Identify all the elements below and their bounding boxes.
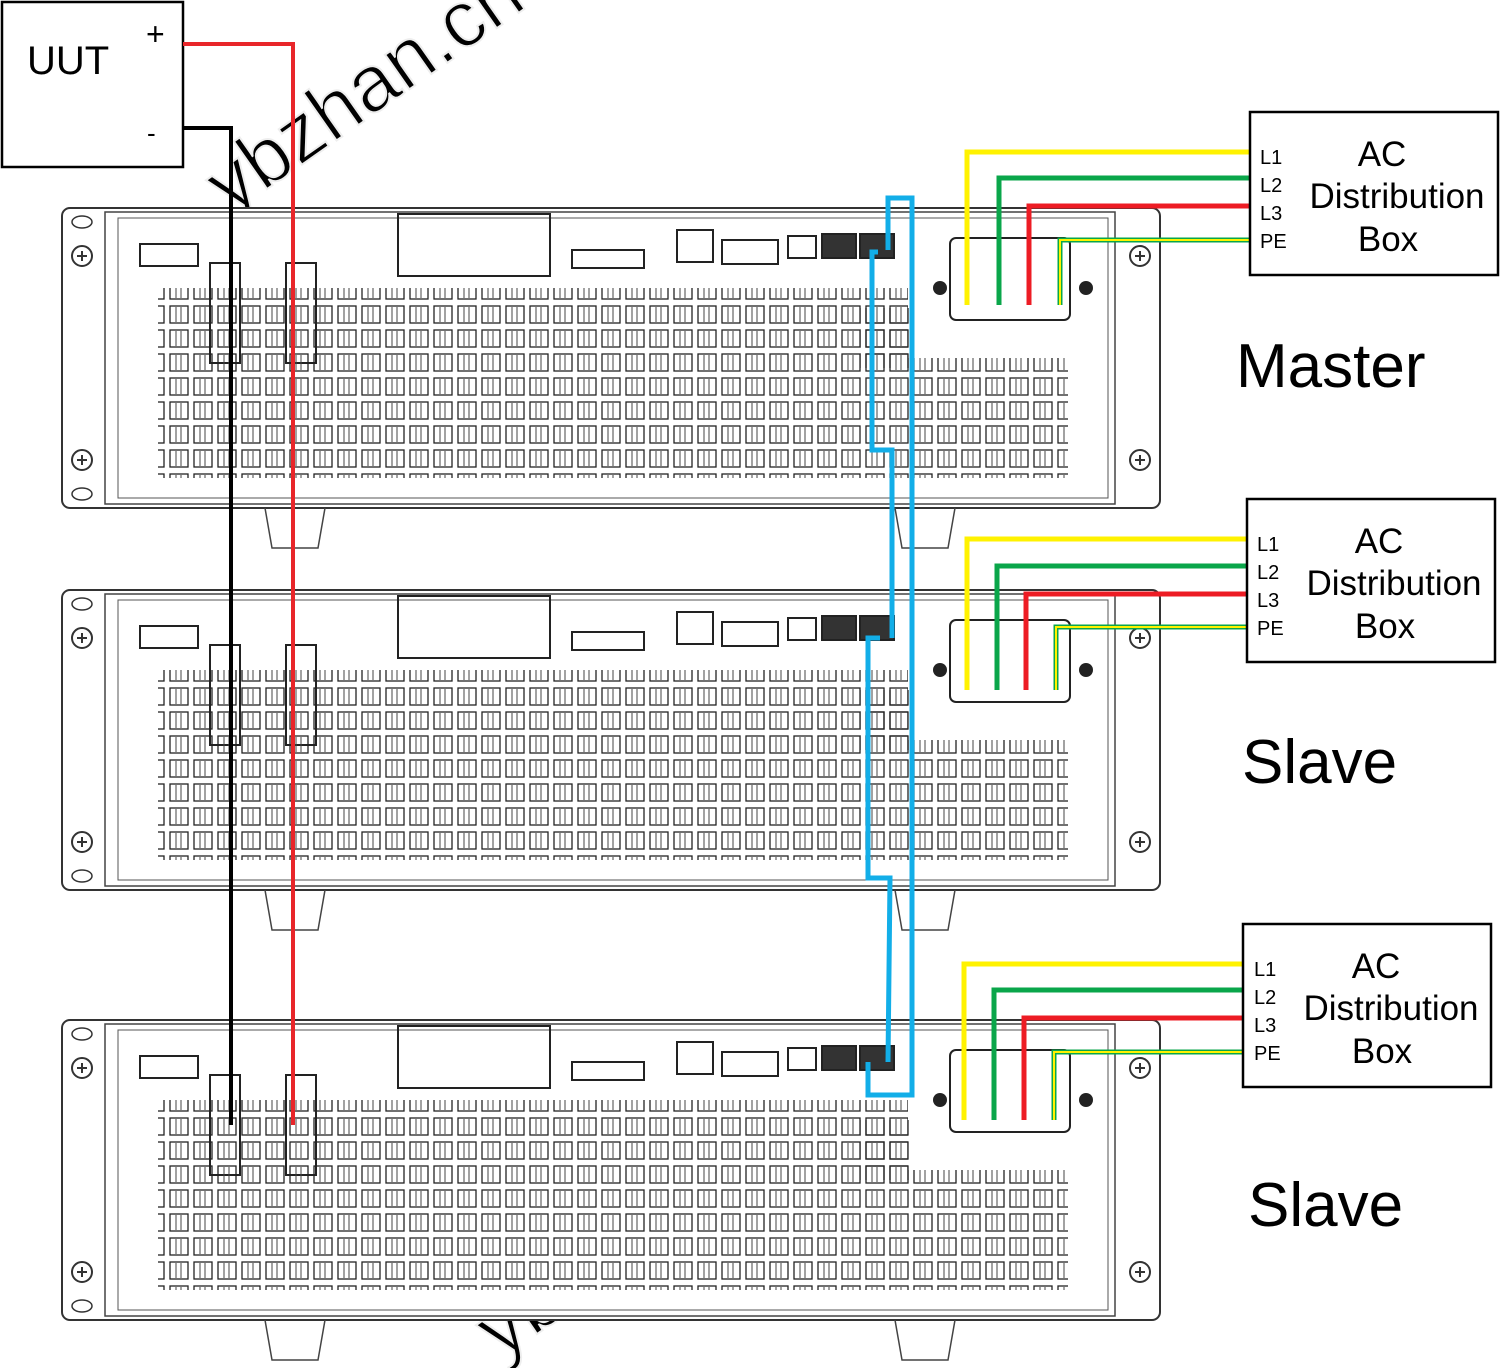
master-unit: [62, 208, 1160, 548]
svg-text:L3: L3: [1257, 590, 1279, 612]
svg-text:L1: L1: [1254, 959, 1276, 981]
role-label-slave-1: Slave: [1242, 728, 1397, 797]
parallel-cable-slave1-slave2: [865, 635, 893, 1063]
svg-text:Distribution: Distribution: [1306, 564, 1481, 603]
parallel-cable-master-slave1: [869, 249, 895, 638]
ac-distribution-box-master: L1 L2 L3 PE AC Distribution Box: [1248, 110, 1500, 277]
parallel-cable-outer: [865, 195, 915, 1098]
svg-text:Box: Box: [1352, 1032, 1413, 1071]
ac-wiring-slave2: [961, 961, 1243, 1120]
svg-text:PE: PE: [1260, 231, 1287, 253]
svg-text:PE: PE: [1257, 618, 1284, 640]
svg-text:Distribution: Distribution: [1309, 177, 1484, 216]
ac-wiring-master: [964, 149, 1250, 305]
watermark-top: ybzhan.cn: [189, 0, 539, 229]
uut-label: UUT: [27, 39, 109, 83]
uut-box: [0, 0, 185, 169]
svg-text:Box: Box: [1358, 220, 1419, 259]
uut-minus: -: [147, 118, 156, 148]
svg-text:Distribution: Distribution: [1303, 989, 1478, 1028]
svg-text:AC: AC: [1355, 522, 1404, 561]
svg-text:AC: AC: [1358, 135, 1407, 174]
role-label-master: Master: [1236, 332, 1425, 401]
svg-text:L1: L1: [1260, 147, 1282, 169]
svg-text:L1: L1: [1257, 534, 1279, 556]
positive-wire: [183, 42, 295, 1125]
svg-text:PE: PE: [1254, 1043, 1281, 1065]
role-label-slave-2: Slave: [1248, 1171, 1403, 1240]
uut-plus: +: [146, 16, 165, 52]
svg-text:L3: L3: [1260, 203, 1282, 225]
svg-text:L2: L2: [1257, 562, 1279, 584]
ac-distribution-box-slave2: L1 L2 L3 PE AC Distribution Box: [1241, 922, 1493, 1089]
negative-wire: [183, 126, 233, 1125]
svg-text:L2: L2: [1254, 987, 1276, 1009]
ac-wiring-slave1: [964, 536, 1247, 690]
svg-text:L2: L2: [1260, 175, 1282, 197]
svg-text:AC: AC: [1352, 947, 1401, 986]
svg-text:Box: Box: [1355, 607, 1416, 646]
svg-text:L3: L3: [1254, 1015, 1276, 1037]
ac-distribution-box-slave1: L1 L2 L3 PE AC Distribution Box: [1245, 497, 1497, 664]
